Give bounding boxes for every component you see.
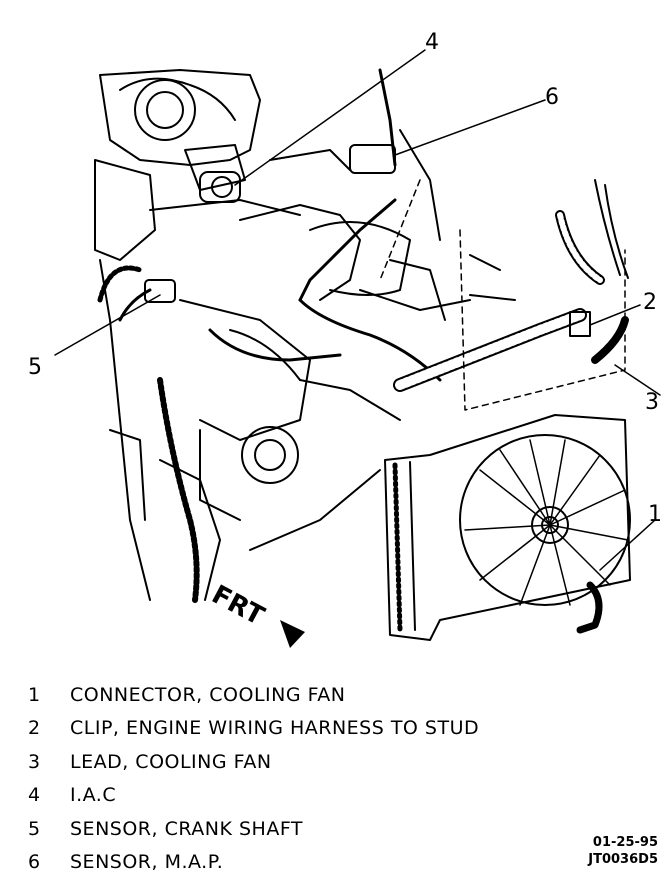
wiring-harness xyxy=(100,70,440,600)
legend-item: 1 CONNECTOR, COOLING FAN xyxy=(28,678,588,712)
legend-number: 6 xyxy=(28,851,70,873)
callout-6: 6 xyxy=(545,85,559,110)
legend-text: I.A.C xyxy=(70,784,116,806)
legend: 1 CONNECTOR, COOLING FAN 2 CLIP, ENGINE … xyxy=(28,678,588,879)
front-label: FRT xyxy=(207,580,269,632)
engine-block xyxy=(95,70,470,600)
map-sensor xyxy=(350,145,395,173)
legend-text: CONNECTOR, COOLING FAN xyxy=(70,684,346,706)
radiator-fan-assembly xyxy=(385,415,630,640)
iac-sensor xyxy=(200,172,240,202)
figure-code: JT0036D5 xyxy=(588,851,658,868)
callout-4: 4 xyxy=(425,30,439,55)
date-code: 01-25-95 xyxy=(588,834,658,851)
legend-number: 5 xyxy=(28,818,70,840)
leader-lines xyxy=(55,50,660,570)
legend-text: CLIP, ENGINE WIRING HARNESS TO STUD xyxy=(70,717,479,739)
legend-number: 1 xyxy=(28,684,70,706)
callout-3: 3 xyxy=(645,390,659,415)
callout-5: 5 xyxy=(28,355,42,380)
legend-text: LEAD, COOLING FAN xyxy=(70,751,272,773)
cooling-fan-lead xyxy=(595,320,625,360)
legend-number: 2 xyxy=(28,717,70,739)
front-direction-arrow: FRT xyxy=(207,580,305,648)
legend-number: 4 xyxy=(28,784,70,806)
legend-item: 6 SENSOR, M.A.P. xyxy=(28,846,588,879)
legend-item: 3 LEAD, COOLING FAN xyxy=(28,745,588,779)
legend-number: 3 xyxy=(28,751,70,773)
legend-item: 5 SENSOR, CRANK SHAFT xyxy=(28,812,588,846)
callout-1: 1 xyxy=(648,502,662,527)
legend-text: SENSOR, M.A.P. xyxy=(70,851,223,873)
callout-2: 2 xyxy=(643,290,657,315)
legend-item: 2 CLIP, ENGINE WIRING HARNESS TO STUD xyxy=(28,712,588,746)
engine-diagram: FRT xyxy=(0,0,672,660)
figure-codes: 01-25-95 JT0036D5 xyxy=(588,834,658,868)
legend-text: SENSOR, CRANK SHAFT xyxy=(70,818,303,840)
legend-item: 4 I.A.C xyxy=(28,779,588,813)
